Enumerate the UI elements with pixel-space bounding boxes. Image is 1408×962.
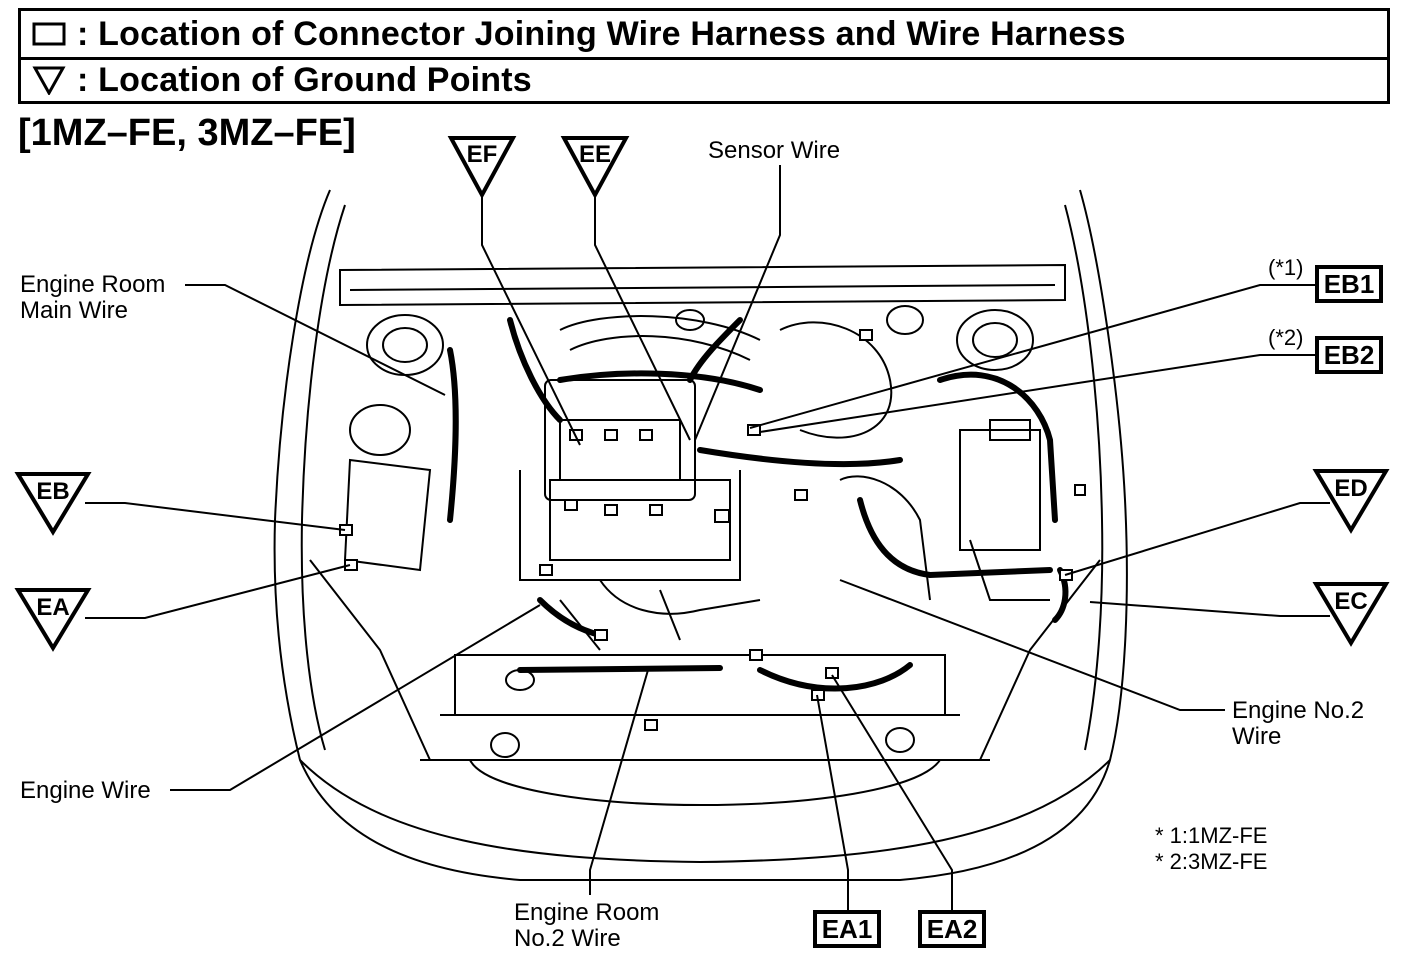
ground-triangle-icon	[21, 65, 77, 95]
connector-tag-ea2: EA2	[918, 910, 986, 948]
engine-room-no2-wire-label-line1: Engine Room	[514, 899, 660, 926]
connector-square-icon-svg	[32, 22, 66, 46]
eb1-note: (*1)	[1268, 255, 1304, 280]
wire-harness-bundles	[447, 317, 1069, 692]
connector-tag-ea1: EA1	[813, 910, 881, 948]
engine-title: [1MZ–FE, 3MZ–FE]	[18, 112, 356, 154]
legend-connector-row: : Location of Connector Joining Wire Har…	[21, 11, 1387, 60]
ground-point-ea: EA	[14, 588, 92, 652]
legend-connector-text: : Location of Connector Joining Wire Har…	[77, 14, 1126, 53]
legend-ground-row: : Location of Ground Points	[21, 57, 1387, 103]
ground-point-ea-label: EA	[36, 594, 69, 621]
footnote-2: * 2:3MZ-FE	[1155, 849, 1268, 874]
legend-box: : Location of Connector Joining Wire Har…	[18, 8, 1390, 104]
ground-point-ef: EF	[447, 136, 517, 200]
connector-tag-eb2: EB2	[1315, 336, 1383, 374]
engine-room-main-wire-label-line1: Engine Room	[20, 271, 166, 298]
sensor-wire-label: Sensor Wire	[708, 137, 841, 164]
engine-room-no2-wire-label-line2: No.2 Wire	[514, 925, 621, 952]
connector-tag-eb1: EB1	[1315, 265, 1383, 303]
ground-point-eb-label: EB	[36, 478, 69, 505]
leader-lines	[85, 165, 1330, 910]
eb2-note: (*2)	[1268, 325, 1304, 350]
footnote-1: * 1:1MZ-FE	[1155, 823, 1268, 848]
ground-point-ec-label: EC	[1334, 588, 1367, 615]
engine-no2-wire-label-line1: Engine No.2	[1232, 697, 1365, 724]
ground-point-ee: EE	[560, 136, 630, 200]
ground-point-ed-label: ED	[1334, 475, 1367, 502]
connector-square-icon	[21, 21, 77, 47]
engine-no2-wire-label-line2: Wire	[1232, 723, 1282, 750]
engine-wire-label: Engine Wire	[20, 777, 151, 804]
ground-point-eb: EB	[14, 472, 92, 536]
ground-point-ee-label: EE	[579, 141, 611, 168]
engine-bay-outline	[273, 189, 1128, 881]
ground-point-ec: EC	[1312, 582, 1390, 647]
ground-point-ed: ED	[1312, 469, 1390, 534]
ground-triangle-icon-svg	[32, 66, 66, 95]
legend-ground-text: : Location of Ground Points	[77, 60, 532, 99]
ground-point-ef-label: EF	[467, 141, 498, 168]
engine-room-main-wire-label-line2: Main Wire	[20, 297, 129, 324]
